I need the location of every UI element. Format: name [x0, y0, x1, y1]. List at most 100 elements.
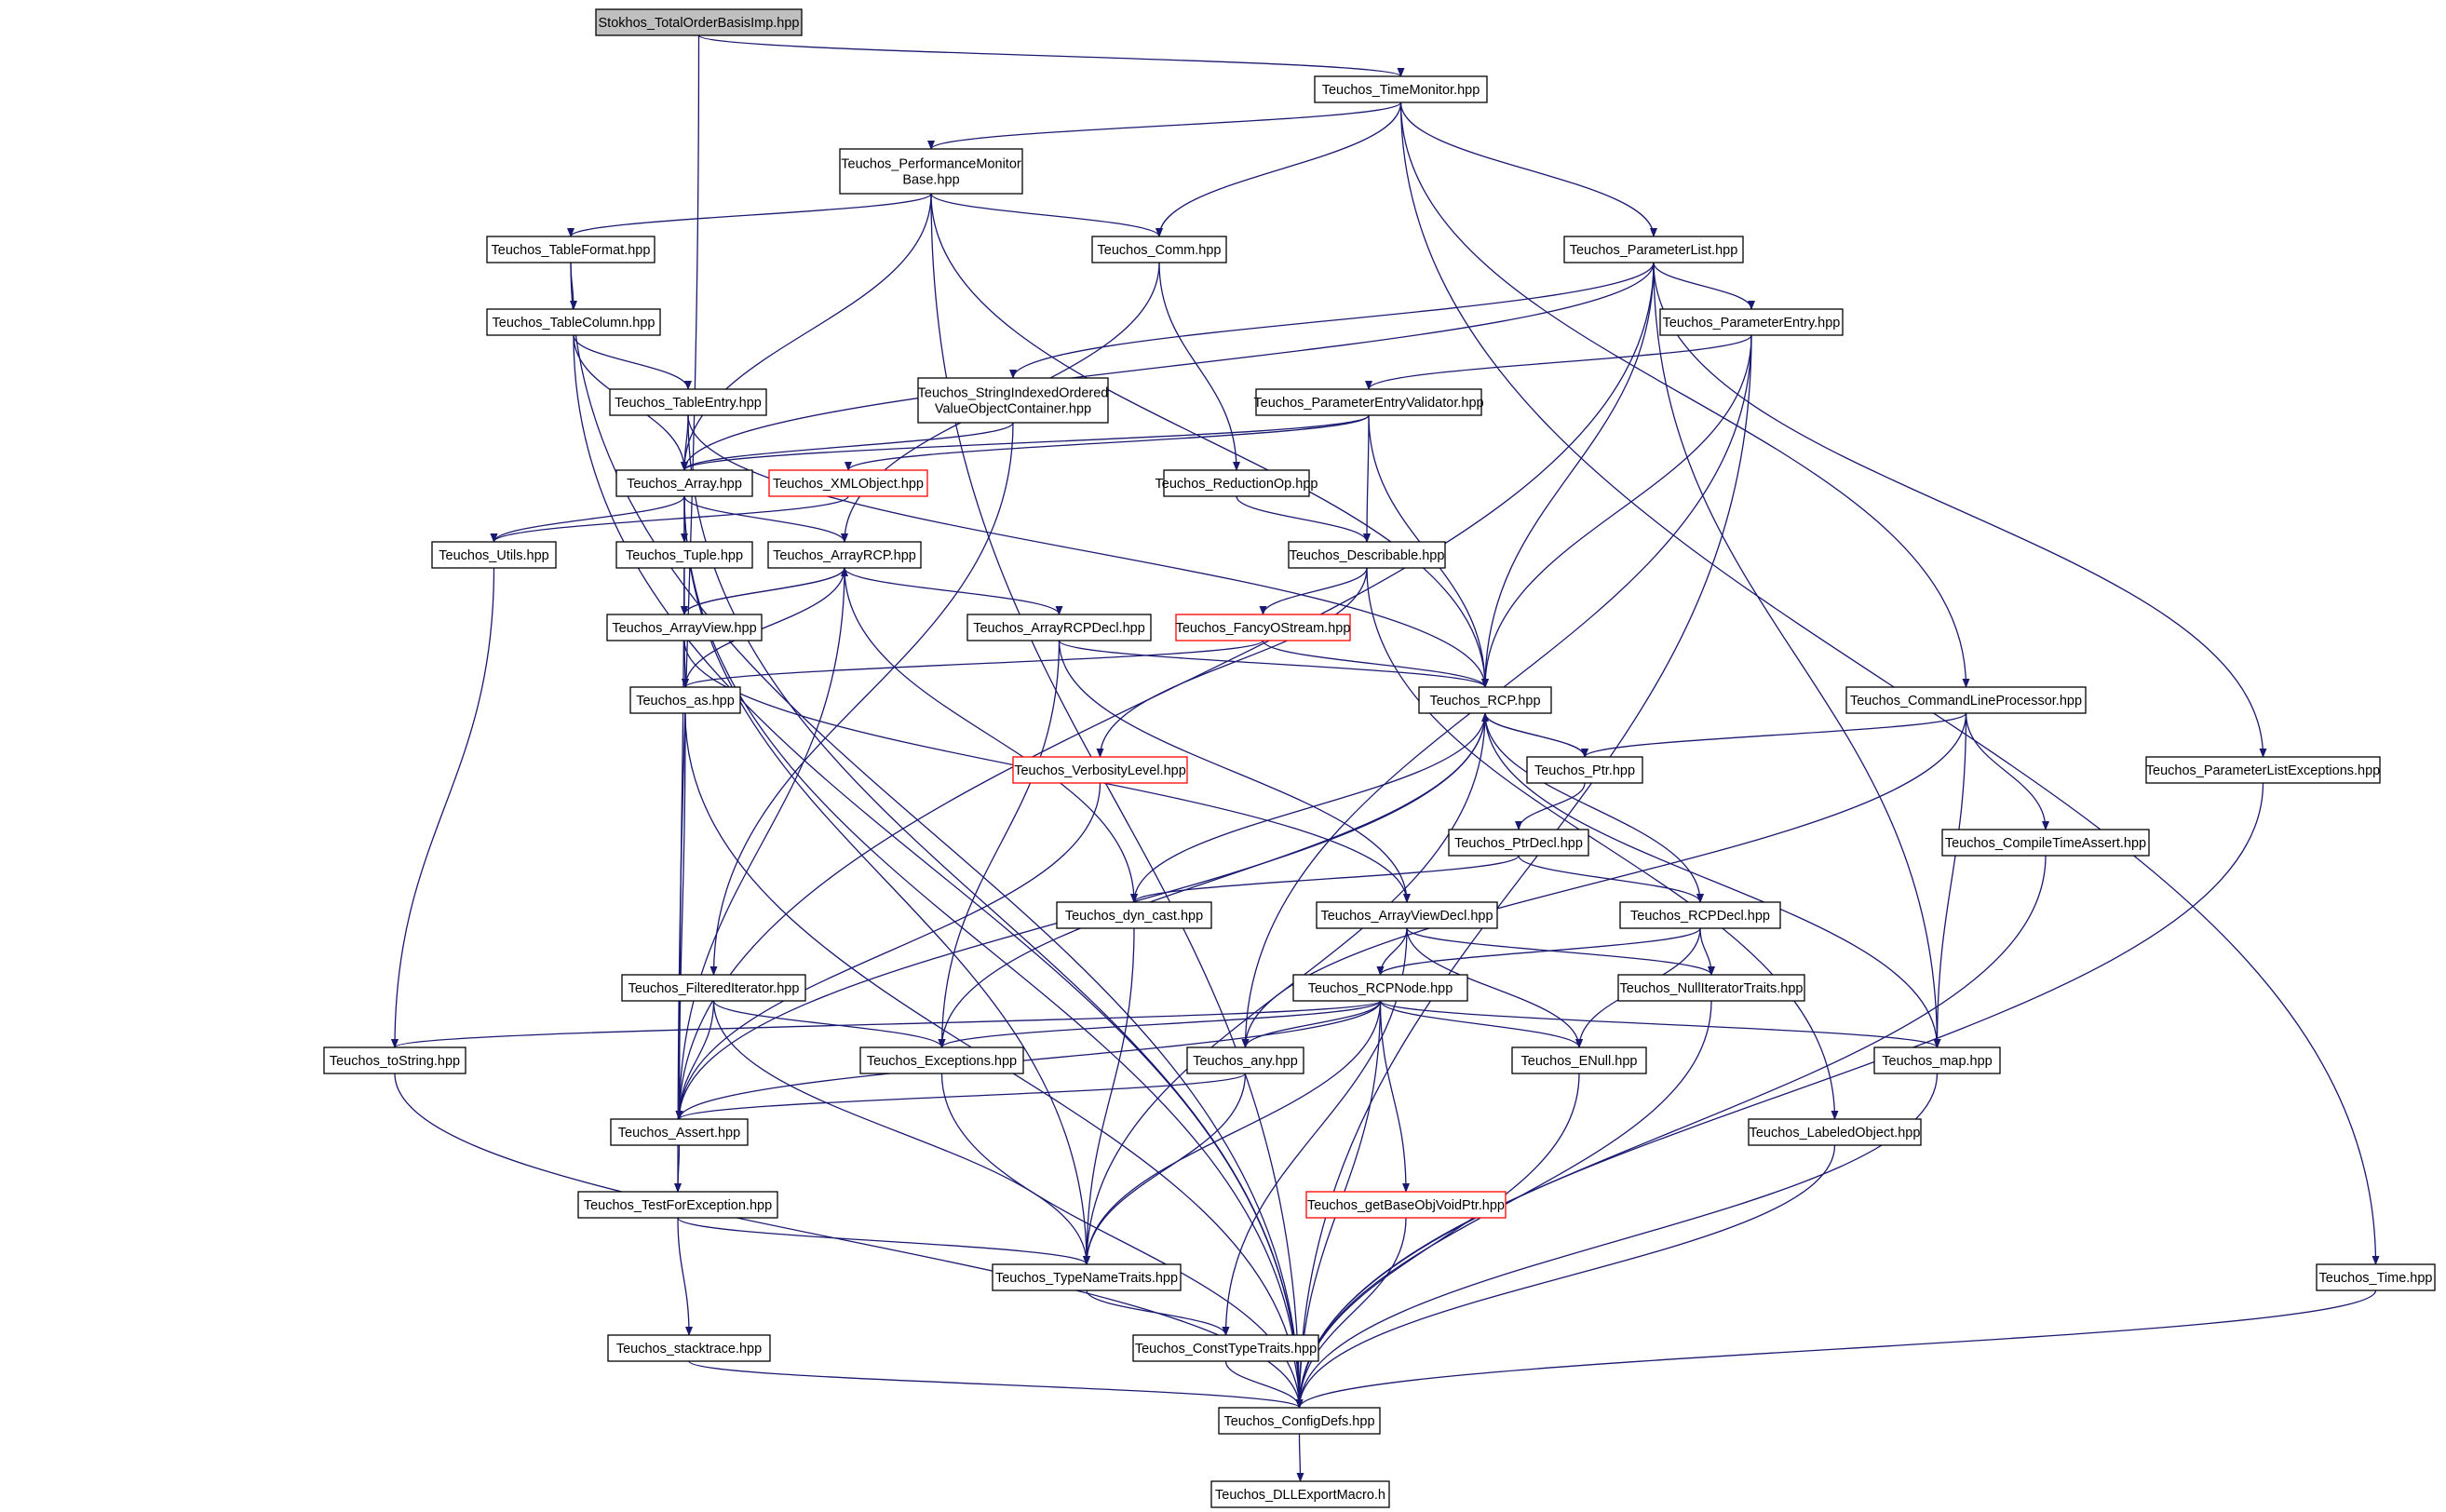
node-arrayrcp[interactable]: Teuchos_ArrayRCP.hpp — [767, 541, 922, 569]
node-verbosity[interactable]: Teuchos_VerbosityLevel.hpp — [1012, 756, 1188, 784]
node-box-root[interactable] — [595, 8, 803, 36]
node-box-arrayviewdecl[interactable] — [1316, 901, 1498, 929]
node-box-timemon[interactable] — [1314, 75, 1488, 103]
node-xmlobject[interactable]: Teuchos_XMLObject.hpp — [768, 469, 928, 497]
node-compiletimeassert[interactable]: Teuchos_CompileTimeAssert.hpp — [1941, 829, 2150, 857]
node-box-dllexport[interactable] — [1210, 1480, 1390, 1508]
node-paramlist[interactable]: Teuchos_ParameterList.hpp — [1563, 236, 1744, 263]
node-box-compiletimeassert[interactable] — [1941, 829, 2150, 857]
node-box-labeled[interactable] — [1748, 1118, 1922, 1146]
node-box-typename[interactable] — [992, 1263, 1182, 1291]
node-dyncast[interactable]: Teuchos_dyn_cast.hpp — [1056, 901, 1212, 929]
node-paramentry[interactable]: Teuchos_ParameterEntry.hpp — [1659, 308, 1844, 336]
node-rcpdecl[interactable]: Teuchos_RCPDecl.hpp — [1619, 901, 1781, 929]
node-box-tuple[interactable] — [615, 541, 753, 569]
node-rcp[interactable]: Teuchos_RCP.hpp — [1418, 686, 1552, 714]
node-box-consttype[interactable] — [1132, 1334, 1319, 1362]
node-enull[interactable]: Teuchos_ENull.hpp — [1511, 1046, 1647, 1074]
node-box-getbase[interactable] — [1305, 1191, 1507, 1219]
node-tableformat[interactable]: Teuchos_TableFormat.hpp — [486, 236, 655, 263]
node-box-assert[interactable] — [610, 1118, 749, 1146]
node-tableentry[interactable]: Teuchos_TableEntry.hpp — [609, 388, 767, 416]
node-box-rcpdecl[interactable] — [1619, 901, 1781, 929]
node-arrayview[interactable]: Teuchos_ArrayView.hpp — [606, 614, 763, 641]
node-box-stringindexed[interactable] — [917, 377, 1109, 424]
node-comm[interactable]: Teuchos_Comm.hpp — [1091, 236, 1227, 263]
node-box-tableformat[interactable] — [486, 236, 655, 263]
node-box-comm[interactable] — [1091, 236, 1227, 263]
node-box-as[interactable] — [629, 686, 741, 714]
node-typename[interactable]: Teuchos_TypeNameTraits.hpp — [992, 1263, 1182, 1291]
node-ptrdecl[interactable]: Teuchos_PtrDecl.hpp — [1448, 829, 1589, 857]
node-box-map[interactable] — [1873, 1046, 2001, 1074]
node-configdefs[interactable]: Teuchos_ConfigDefs.hpp — [1218, 1407, 1381, 1435]
node-box-configdefs[interactable] — [1218, 1407, 1381, 1435]
node-box-dyncast[interactable] — [1056, 901, 1212, 929]
node-utils[interactable]: Teuchos_Utils.hpp — [431, 541, 557, 569]
node-reductionop[interactable]: Teuchos_ReductionOp.hpp — [1155, 469, 1318, 497]
node-fancyostream[interactable]: Teuchos_FancyOStream.hpp — [1175, 614, 1351, 641]
node-box-ptrdecl[interactable] — [1448, 829, 1589, 857]
node-box-stacktrace[interactable] — [607, 1334, 771, 1362]
node-box-reductionop[interactable] — [1163, 469, 1310, 497]
node-box-arrayrcpdecl[interactable] — [966, 614, 1152, 641]
node-box-verbosity[interactable] — [1012, 756, 1188, 784]
node-box-testforexc[interactable] — [577, 1191, 778, 1219]
node-plexc[interactable]: Teuchos_ParameterListExceptions.hpp — [2145, 756, 2381, 784]
node-any[interactable]: Teuchos_any.hpp — [1186, 1046, 1304, 1074]
node-box-fancyostream[interactable] — [1175, 614, 1351, 641]
node-ptr[interactable]: Teuchos_Ptr.hpp — [1526, 756, 1643, 784]
node-filtered[interactable]: Teuchos_FilteredIterator.hpp — [621, 974, 806, 1002]
node-box-tostring[interactable] — [323, 1046, 466, 1074]
node-root[interactable]: Stokhos_TotalOrderBasisImp.hpp — [595, 8, 803, 36]
node-exceptions[interactable]: Teuchos_Exceptions.hpp — [859, 1046, 1024, 1074]
node-box-arrayrcp[interactable] — [767, 541, 922, 569]
node-box-time[interactable] — [2316, 1263, 2436, 1291]
node-stacktrace[interactable]: Teuchos_stacktrace.hpp — [607, 1334, 771, 1362]
node-clp[interactable]: Teuchos_CommandLineProcessor.hpp — [1845, 686, 2087, 714]
node-getbase[interactable]: Teuchos_getBaseObjVoidPtr.hpp — [1305, 1191, 1507, 1219]
node-consttype[interactable]: Teuchos_ConstTypeTraits.hpp — [1132, 1334, 1319, 1362]
node-map[interactable]: Teuchos_map.hpp — [1873, 1046, 2001, 1074]
node-as[interactable]: Teuchos_as.hpp — [629, 686, 741, 714]
node-box-array[interactable] — [615, 469, 753, 497]
node-timemon[interactable]: Teuchos_TimeMonitor.hpp — [1314, 75, 1488, 103]
node-box-perfmon[interactable] — [839, 148, 1023, 195]
node-box-tableentry[interactable] — [609, 388, 767, 416]
node-box-pev[interactable] — [1255, 388, 1482, 416]
node-box-utils[interactable] — [431, 541, 557, 569]
node-rcpnode[interactable]: Teuchos_RCPNode.hpp — [1292, 974, 1468, 1002]
node-box-ptr[interactable] — [1526, 756, 1643, 784]
node-box-arrayview[interactable] — [606, 614, 763, 641]
node-tuple[interactable]: Teuchos_Tuple.hpp — [615, 541, 753, 569]
node-arrayviewdecl[interactable]: Teuchos_ArrayViewDecl.hpp — [1316, 901, 1498, 929]
node-box-any[interactable] — [1186, 1046, 1304, 1074]
node-box-nulliter[interactable] — [1617, 974, 1805, 1002]
node-box-filtered[interactable] — [621, 974, 806, 1002]
node-arrayrcpdecl[interactable]: Teuchos_ArrayRCPDecl.hpp — [966, 614, 1152, 641]
node-box-describable[interactable] — [1288, 541, 1446, 569]
node-box-clp[interactable] — [1845, 686, 2087, 714]
node-assert[interactable]: Teuchos_Assert.hpp — [610, 1118, 749, 1146]
node-dllexport[interactable]: Teuchos_DLLExportMacro.h — [1210, 1480, 1390, 1508]
node-describable[interactable]: Teuchos_Describable.hpp — [1288, 541, 1446, 569]
node-box-paramlist[interactable] — [1563, 236, 1744, 263]
node-box-rcp[interactable] — [1418, 686, 1552, 714]
node-box-xmlobject[interactable] — [768, 469, 928, 497]
node-box-paramentry[interactable] — [1659, 308, 1844, 336]
node-box-rcpnode[interactable] — [1292, 974, 1468, 1002]
node-time[interactable]: Teuchos_Time.hpp — [2316, 1263, 2436, 1291]
node-array[interactable]: Teuchos_Array.hpp — [615, 469, 753, 497]
node-nulliter[interactable]: Teuchos_NullIteratorTraits.hpp — [1617, 974, 1805, 1002]
node-labeled[interactable]: Teuchos_LabeledObject.hpp — [1748, 1118, 1922, 1146]
node-testforexc[interactable]: Teuchos_TestForException.hpp — [577, 1191, 778, 1219]
node-box-enull[interactable] — [1511, 1046, 1647, 1074]
node-pev[interactable]: Teuchos_ParameterEntryValidator.hpp — [1253, 388, 1484, 416]
node-box-exceptions[interactable] — [859, 1046, 1024, 1074]
node-box-tablecolumn[interactable] — [486, 308, 661, 336]
node-box-plexc[interactable] — [2145, 756, 2381, 784]
node-tostring[interactable]: Teuchos_toString.hpp — [323, 1046, 466, 1074]
node-tablecolumn[interactable]: Teuchos_TableColumn.hpp — [486, 308, 661, 336]
